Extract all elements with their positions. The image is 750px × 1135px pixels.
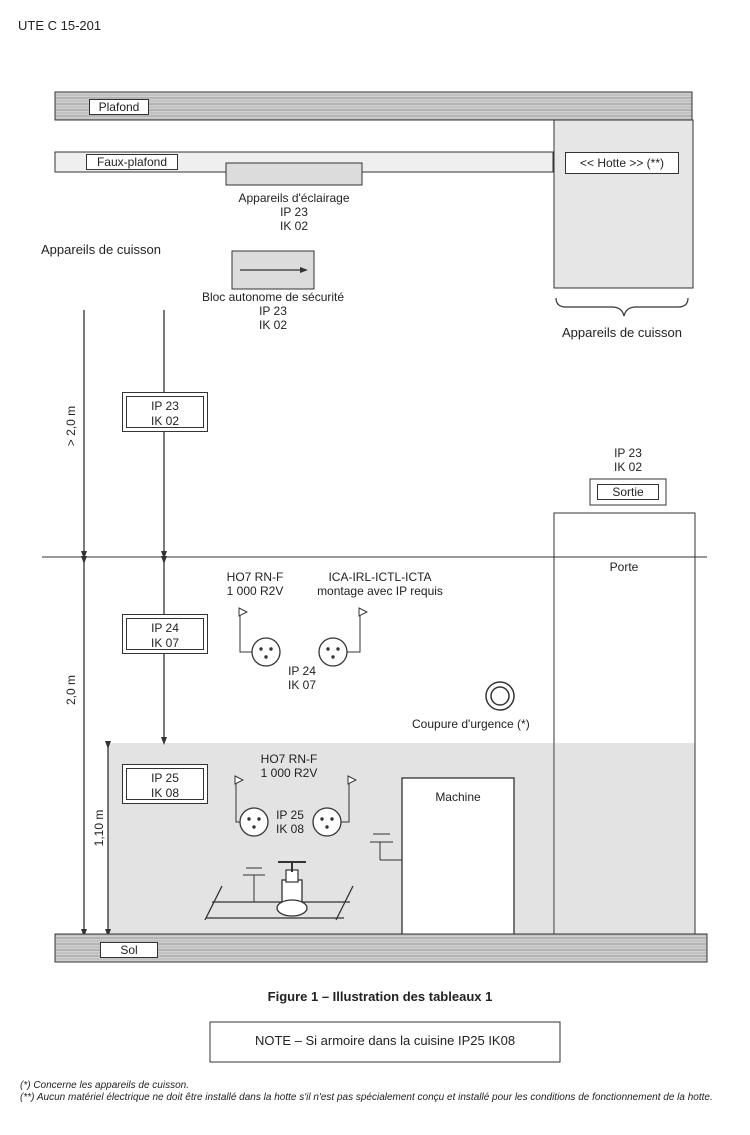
cable-left-mid-spec: 1 000 R2V: [226, 584, 284, 598]
rating-middle-ik: IK 07: [150, 636, 180, 650]
door-lower-zone: [555, 743, 695, 935]
note-box: [209, 1021, 561, 1063]
ceiling-label: Plafond: [89, 99, 149, 115]
machine-label: Machine: [435, 790, 481, 804]
sockets-mid-label: IP 24 IK 07: [272, 664, 332, 692]
hood-brace: [555, 297, 689, 317]
doc-id: UTE C 15-201: [18, 18, 102, 33]
hood-label: << Hotte >> (**): [565, 152, 679, 174]
machine-earth-icon: [370, 833, 402, 861]
emergency-light-label: Bloc autonome de sécurité IP 23 IK 02: [185, 290, 361, 332]
figure-caption: Figure 1 – Illustration des tableaux 1: [267, 989, 493, 1004]
machine-box: [401, 777, 515, 936]
footnotes: (*) Concerne les appareils de cuisson. (…: [20, 1080, 742, 1104]
lighting-label-name: Appareils d'éclairage: [238, 191, 350, 205]
emergency-light-ik: IK 02: [258, 318, 288, 332]
rating-box-upper: IP 23 IK 02: [122, 392, 208, 432]
rating-lower-ip: IP 25: [151, 771, 179, 785]
rating-middle-ip: IP 24: [151, 621, 179, 635]
floor-slab: [54, 933, 708, 963]
rating-upper-ik: IK 02: [150, 414, 180, 428]
lighting-label-ik: IK 02: [279, 219, 309, 233]
dim-label-upper: > 2,0 m: [64, 405, 78, 447]
footnote-1: (*) Concerne les appareils de cuisson.: [20, 1080, 189, 1091]
cable-low-type: HO7 RN-F: [260, 752, 318, 766]
lighting-label: Appareils d'éclairage IP 23 IK 02: [215, 191, 373, 233]
exit-rating-label: IP 23 IK 02: [598, 446, 658, 474]
dim-label-lower: 1,10 m: [92, 809, 106, 847]
sockets-low-label: IP 25 IK 08: [262, 808, 318, 836]
emergency-light-ip: IP 23: [259, 304, 287, 318]
cable-right-mid-type: ICA-IRL-ICTL-ICTA: [328, 570, 432, 584]
ceiling-slab: [54, 91, 693, 121]
dim-label-middle: 2,0 m: [64, 675, 78, 706]
exit-rating-ip: IP 23: [614, 446, 642, 460]
lower-sockets: [236, 780, 349, 837]
hood: [553, 119, 694, 289]
cable-left-mid-label: HO7 RN-F 1 000 R2V: [210, 570, 300, 598]
cooking-left-label: Appareils de cuisson: [41, 242, 161, 257]
cable-low-label: HO7 RN-F 1 000 R2V: [244, 752, 334, 780]
rating-box-lower: IP 25 IK 08: [122, 764, 208, 804]
floor-label: Sol: [100, 942, 158, 958]
emergency-stop-label: Coupure d'urgence (*): [412, 717, 530, 731]
cooking-right-label: Appareils de cuisson: [562, 325, 682, 340]
sockets-low-ip: IP 25: [276, 808, 304, 822]
exit-sign-label: Sortie: [597, 484, 659, 500]
exit-rating-ik: IK 02: [613, 460, 643, 474]
rating-box-middle: IP 24 IK 07: [122, 614, 208, 654]
door-label: Porte: [609, 560, 639, 574]
cable-low-spec: 1 000 R2V: [260, 766, 318, 780]
cable-left-mid-type: HO7 RN-F: [226, 570, 284, 584]
sockets-low-ik: IK 08: [275, 822, 305, 836]
rating-upper-ip: IP 23: [151, 399, 179, 413]
emergency-light-name: Bloc autonome de sécurité: [201, 290, 345, 304]
sockets-mid-ip: IP 24: [288, 664, 316, 678]
false-ceiling-label: Faux-plafond: [86, 154, 178, 170]
lighting-label-ip: IP 23: [280, 205, 308, 219]
footnote-2: (**) Aucun matériel électrique ne doit ê…: [20, 1092, 713, 1103]
cable-right-mid-spec: montage avec IP requis: [317, 584, 443, 598]
cable-right-mid-label: ICA-IRL-ICTL-ICTA montage avec IP requis: [292, 570, 468, 598]
water-tap-icon: [204, 861, 354, 921]
lighting-fixture: [225, 162, 363, 186]
middle-sockets: [240, 612, 360, 667]
rating-lower-ik: IK 08: [150, 786, 180, 800]
note-text: NOTE – Si armoire dans la cuisine IP25 I…: [254, 1033, 516, 1048]
sockets-mid-ik: IK 07: [287, 678, 317, 692]
emergency-stop-button: [485, 681, 515, 711]
